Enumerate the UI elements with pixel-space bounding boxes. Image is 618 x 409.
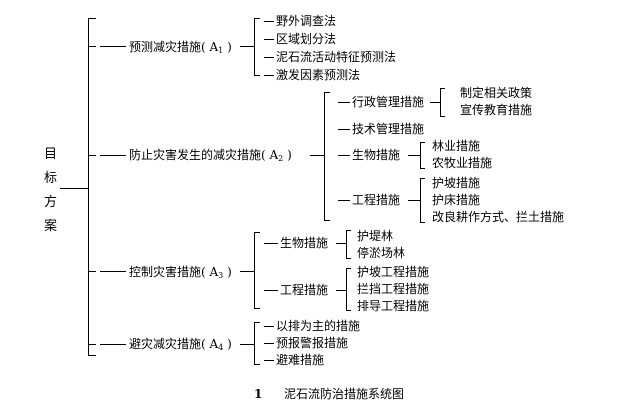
a1-item-4: 激发因素预测法 bbox=[276, 68, 361, 82]
a1-item-3: 泥石流活动特征预测法 bbox=[276, 50, 397, 64]
a3-bio-item-2: 停淤场林 bbox=[357, 246, 406, 260]
a1-item-1: 野外调查法 bbox=[276, 14, 337, 28]
a3-group-eng: 工程措施 bbox=[280, 283, 329, 297]
figure-number: 1 bbox=[254, 387, 263, 401]
a2-bio-item-2: 农牧业措施 bbox=[432, 156, 493, 170]
a2-eng-item-2: 护床措施 bbox=[432, 193, 481, 207]
a3-eng-item-2: 拦挡工程措施 bbox=[357, 282, 430, 296]
a3-bio-item-1: 护堤林 bbox=[357, 229, 394, 243]
branch-a1-label: 预测减灾措施( A1 ) bbox=[129, 40, 232, 55]
root-label-2: 标 bbox=[44, 171, 58, 186]
a3-eng-item-1: 护坡工程措施 bbox=[357, 265, 430, 279]
a2-admin-item-1: 制定相关政策 bbox=[460, 86, 533, 100]
branch-a2-label: 防止灾害发生的减灾措施( A2 ) bbox=[129, 148, 292, 163]
a1-item-2: 区域划分法 bbox=[276, 32, 337, 46]
figure-caption: 1 泥石流防治措施系统图 bbox=[254, 387, 404, 401]
a2-group-admin: 行政管理措施 bbox=[352, 95, 425, 109]
branch-a3-label: 控制灾害措施( A3 ) bbox=[129, 265, 232, 280]
a3-group-bio: 生物措施 bbox=[280, 236, 329, 250]
root-label-3: 方 bbox=[44, 195, 58, 210]
a2-eng-item-1: 护坡措施 bbox=[432, 176, 481, 190]
a2-admin-item-2: 宣传教育措施 bbox=[460, 103, 533, 117]
a3-eng-item-3: 排导工程措施 bbox=[357, 299, 430, 313]
root-label-1: 目 bbox=[44, 147, 58, 162]
a4-item-1: 以排为主的措施 bbox=[276, 319, 361, 333]
figure-title: 泥石流防治措施系统图 bbox=[284, 387, 405, 401]
a2-eng-item-3: 改良耕作方式、拦土措施 bbox=[432, 210, 565, 224]
a2-bio-item-1: 林业措施 bbox=[432, 139, 481, 153]
root-label-4: 案 bbox=[44, 219, 58, 234]
a4-item-2: 预报警报措施 bbox=[276, 336, 349, 350]
a2-group-eng: 工程措施 bbox=[352, 193, 401, 207]
a2-group-bio: 生物措施 bbox=[352, 148, 401, 162]
branch-a4-label: 避灾减灾措施( A4 ) bbox=[129, 337, 232, 352]
a4-item-3: 避难措施 bbox=[276, 353, 325, 367]
a2-group-tech: 技术管理措施 bbox=[352, 122, 425, 136]
